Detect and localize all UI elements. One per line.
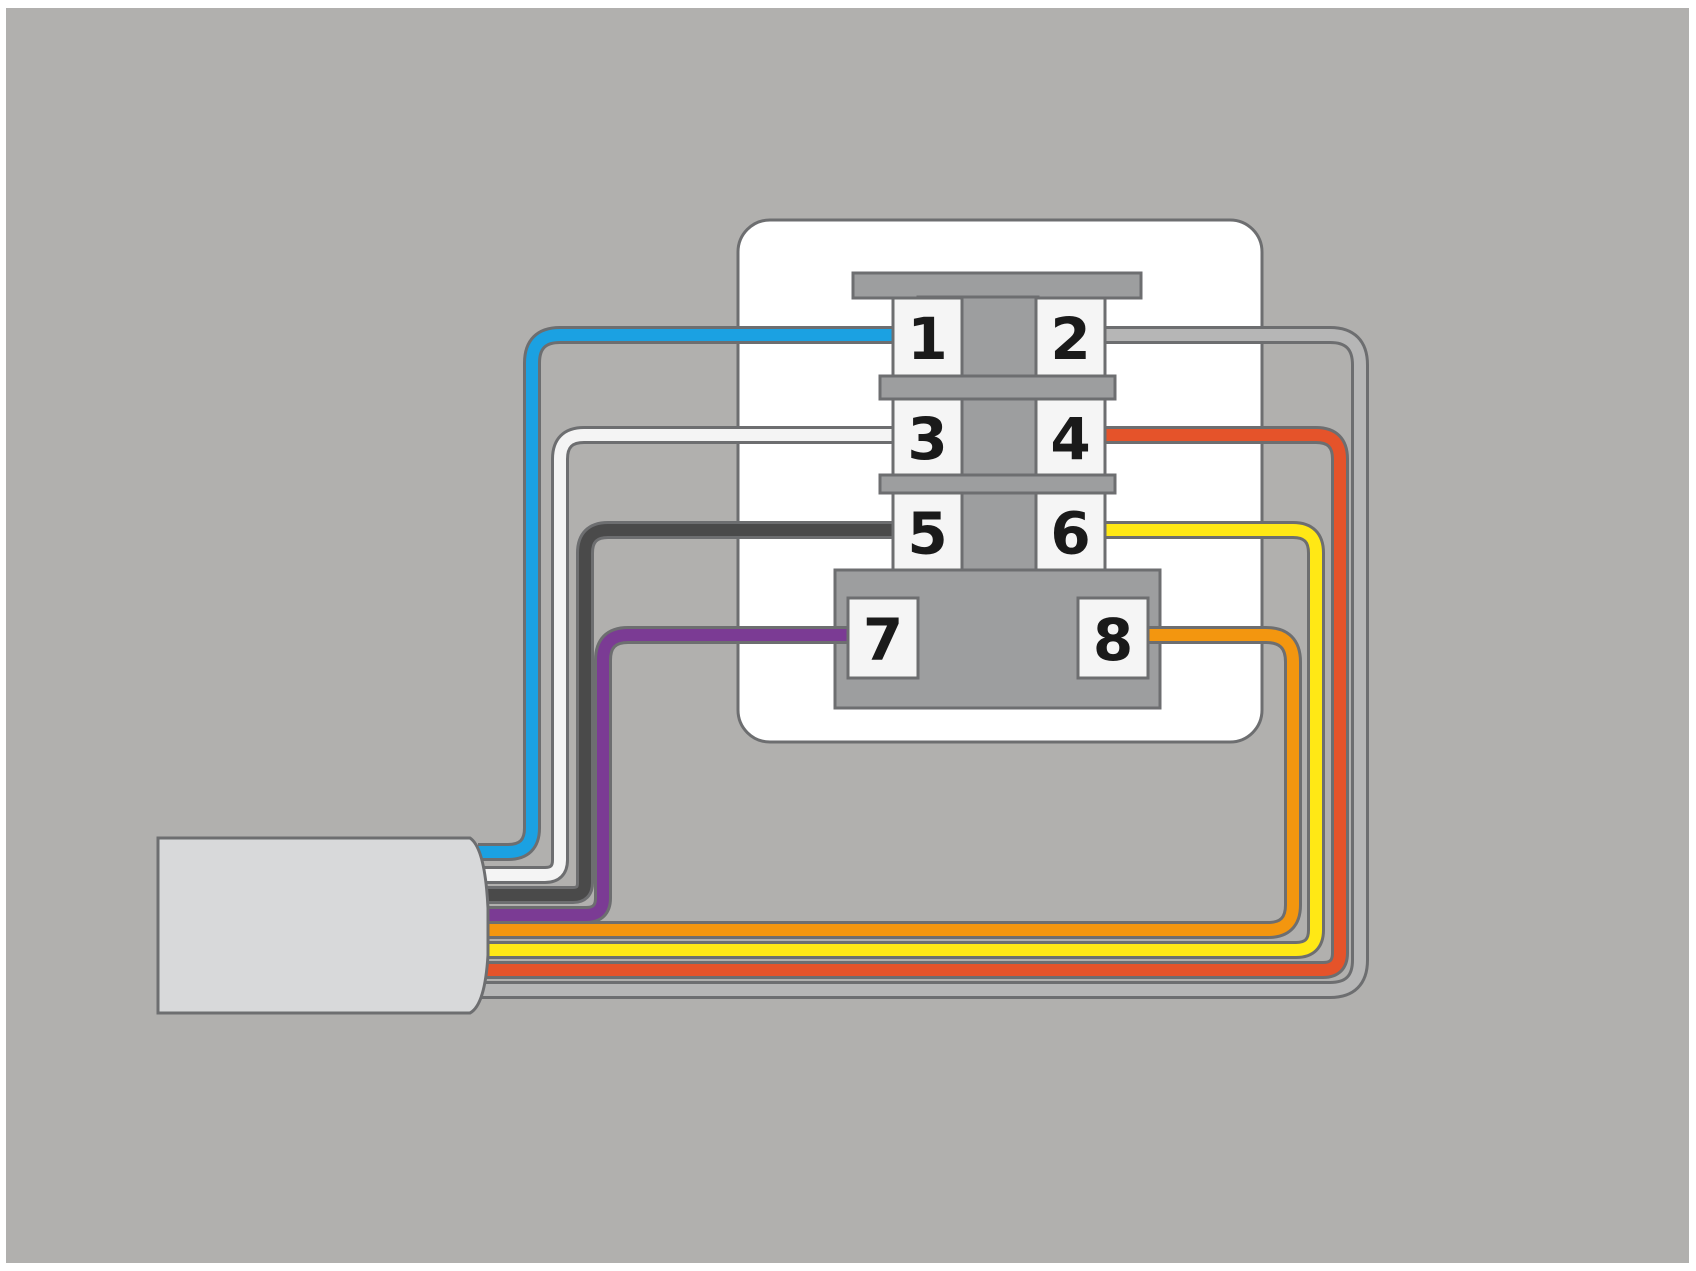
wire-1 bbox=[478, 326, 893, 861]
wire-3-core bbox=[478, 429, 893, 881]
terminal-6: 6 bbox=[1034, 491, 1107, 572]
terminal-1-label: 1 bbox=[907, 305, 947, 373]
terminal-2-label: 2 bbox=[1050, 305, 1090, 373]
wire-5-core bbox=[478, 524, 893, 901]
terminal-8: 8 bbox=[1076, 596, 1150, 680]
terminal-4-box bbox=[1034, 397, 1107, 477]
wire-1-core bbox=[478, 329, 893, 858]
wire-4-core bbox=[478, 429, 1346, 976]
wire-7-core bbox=[478, 629, 848, 921]
terminal-5: 5 bbox=[891, 491, 964, 572]
wire-2-core bbox=[478, 329, 1366, 996]
wire-group bbox=[478, 326, 1369, 999]
terminal-8-label: 8 bbox=[1093, 606, 1133, 674]
terminal-block-separator-1 bbox=[878, 374, 1117, 401]
wire-5 bbox=[478, 521, 893, 904]
terminal-1: 1 bbox=[891, 296, 964, 378]
terminal-5-label: 5 bbox=[907, 500, 947, 568]
wire-7 bbox=[478, 626, 848, 924]
terminal-7: 7 bbox=[846, 596, 920, 680]
wire-8-core bbox=[478, 629, 1299, 936]
terminal-6-label: 6 bbox=[1050, 500, 1090, 568]
terminal-1-box bbox=[891, 296, 964, 378]
terminal-4: 4 bbox=[1034, 397, 1107, 477]
terminal-2-box bbox=[1034, 296, 1107, 378]
terminal-3-label: 3 bbox=[907, 405, 947, 473]
terminal-2: 2 bbox=[1034, 296, 1107, 378]
terminal-8-box bbox=[1076, 596, 1150, 680]
terminal-7-box bbox=[846, 596, 920, 680]
terminal-6-box bbox=[1034, 491, 1107, 572]
terminal-group: 1 2 3 4 5 6 7 8 bbox=[846, 296, 1150, 680]
terminal-block-top-bar bbox=[851, 271, 1143, 300]
terminal-3: 3 bbox=[891, 397, 964, 477]
terminal-3-box bbox=[891, 397, 964, 477]
cable-jacket bbox=[156, 836, 490, 1015]
wire-4 bbox=[478, 426, 1349, 979]
wire-6 bbox=[478, 521, 1325, 959]
wire-6-core bbox=[478, 524, 1322, 956]
terminal-5-box bbox=[891, 491, 964, 572]
wire-3 bbox=[478, 426, 893, 884]
terminal-7-label: 7 bbox=[863, 606, 903, 674]
wire-8 bbox=[478, 626, 1302, 939]
wire-2 bbox=[478, 326, 1369, 999]
terminal-block-separator-2 bbox=[878, 473, 1117, 495]
terminal-4-label: 4 bbox=[1050, 405, 1090, 473]
